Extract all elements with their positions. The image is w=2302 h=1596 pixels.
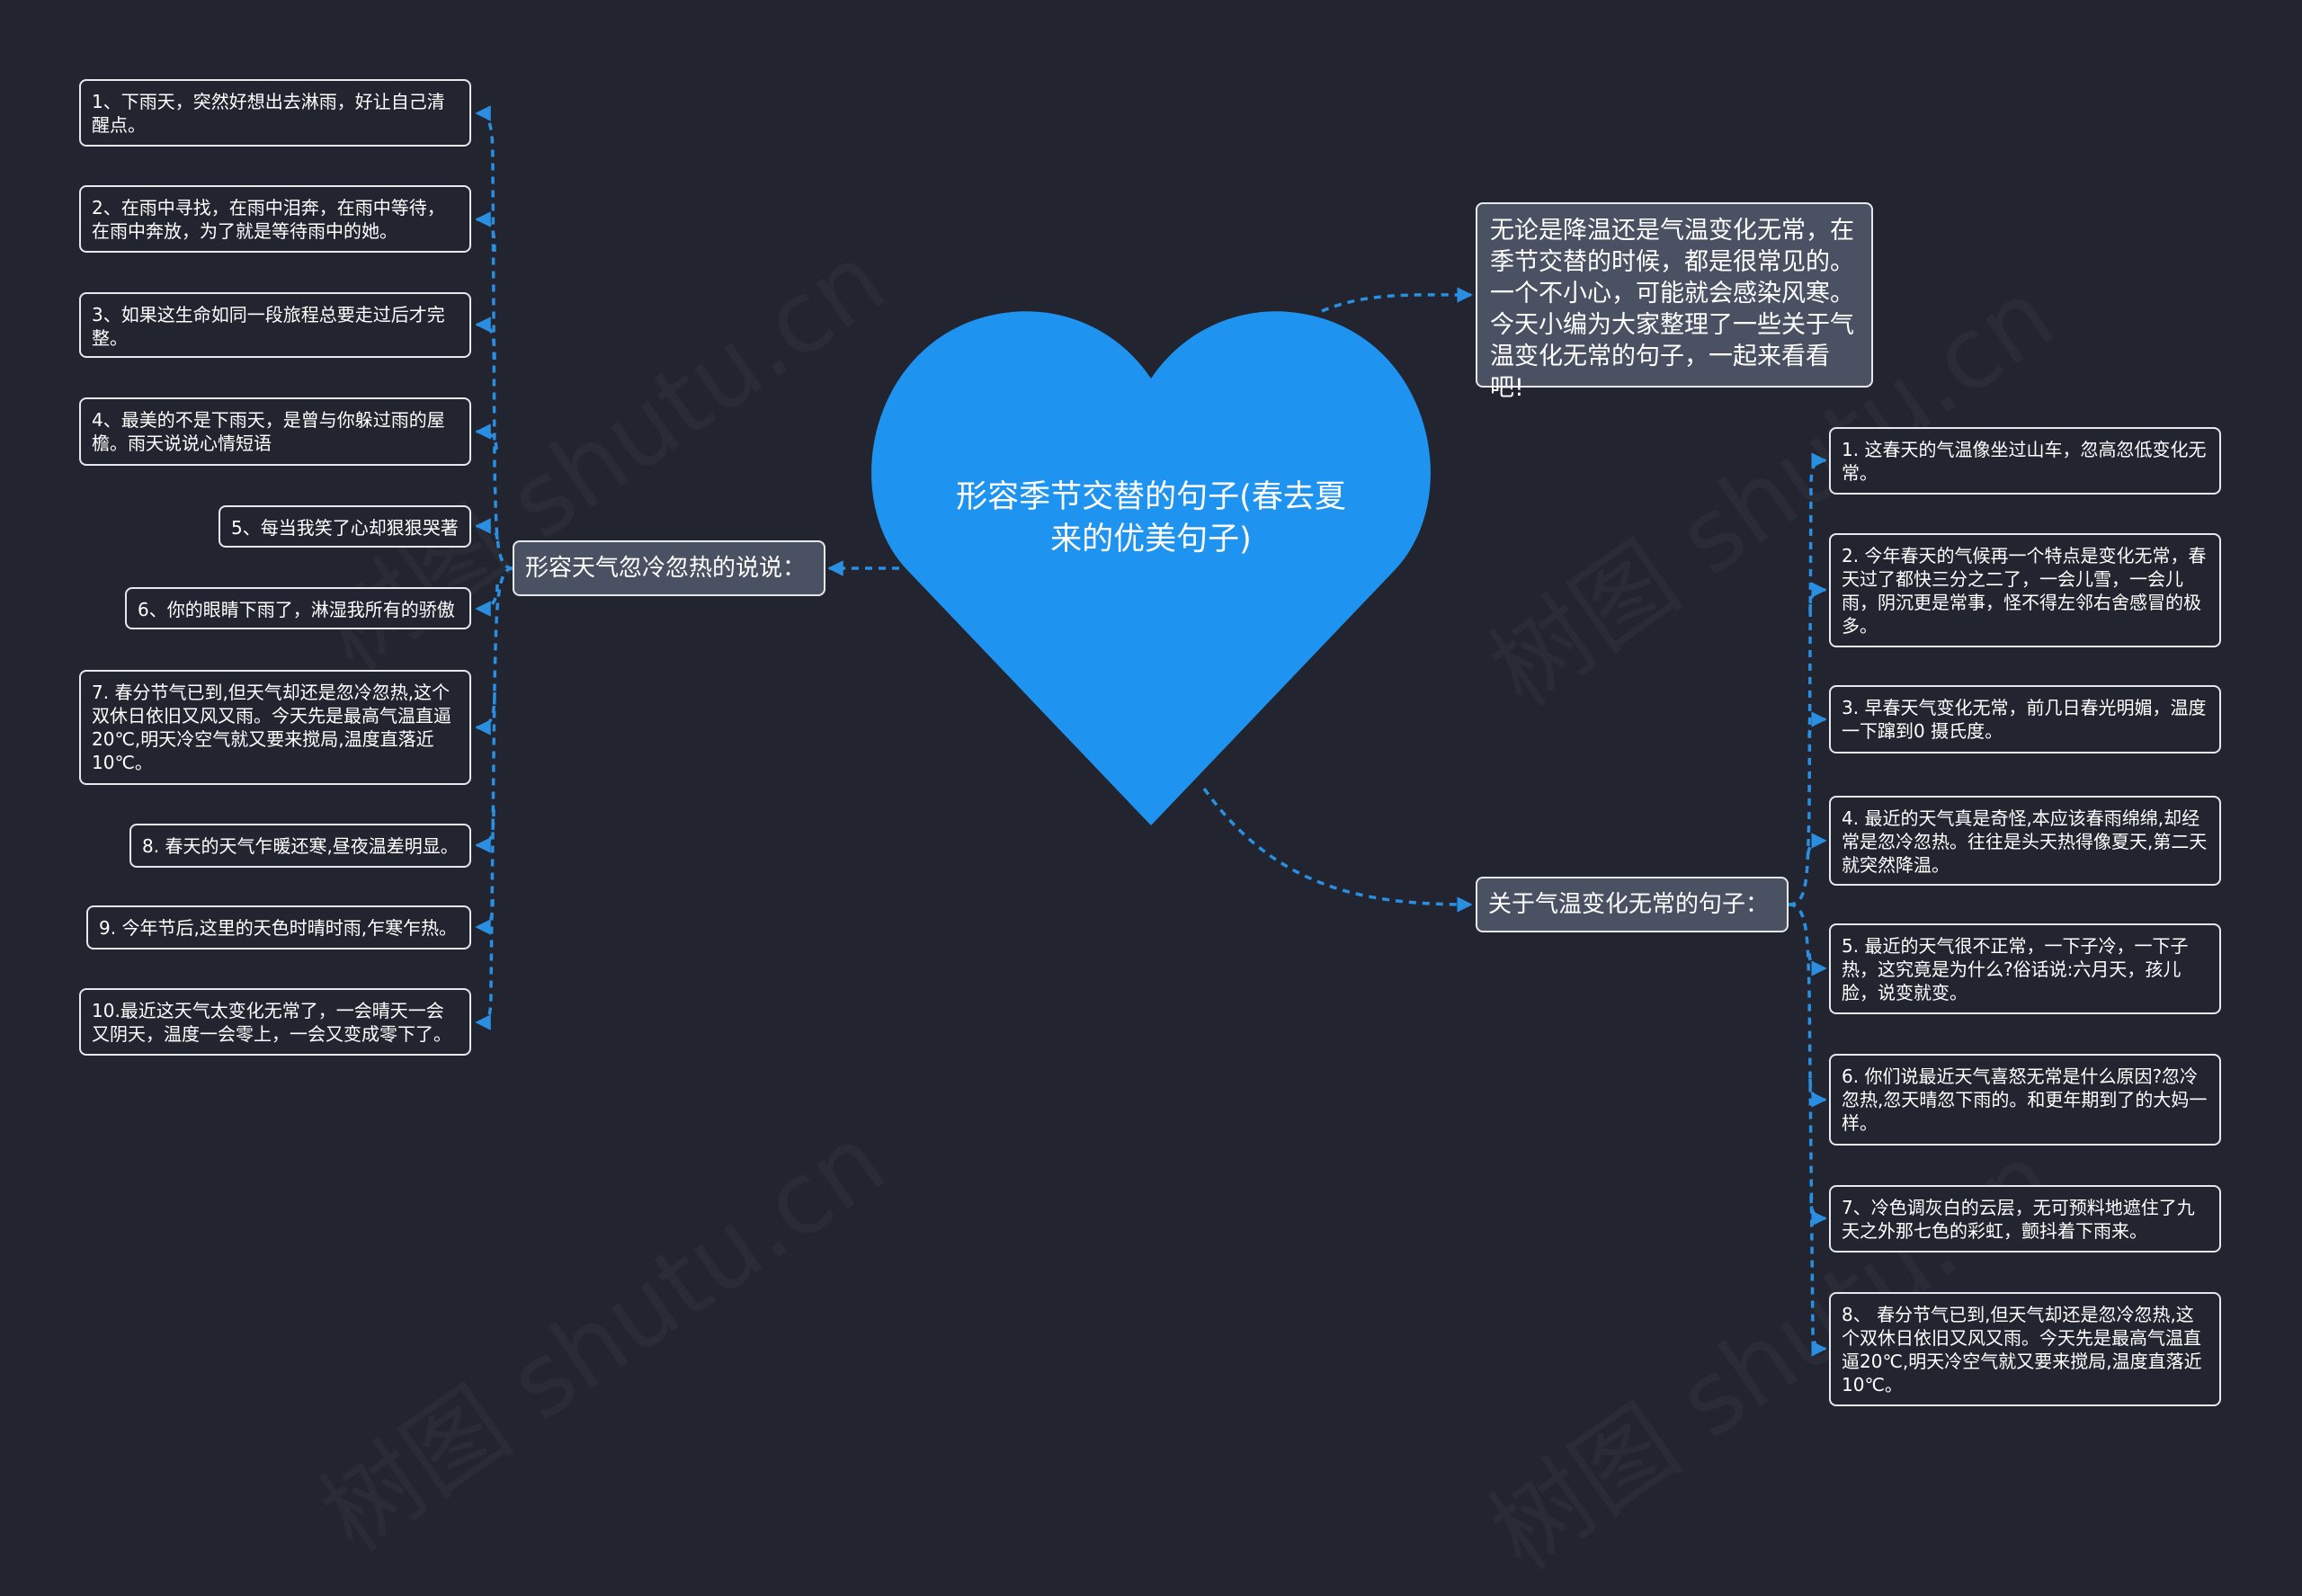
- right-leaf-3[interactable]: 3. 早春天气变化无常，前几日春光明媚，温度一下蹿到0 摄氏度。: [1829, 685, 2221, 753]
- left-leaf-7[interactable]: 7. 春分节气已到,但天气却还是忽冷忽热,这个双休日依旧又风又雨。今天先是最高气…: [79, 670, 471, 785]
- left-leaf-1[interactable]: 1、下雨天，突然好想出去淋雨，好让自己清醒点。: [79, 79, 471, 147]
- connector-center-intro: [1321, 287, 1473, 313]
- left-leaf-8[interactable]: 8. 春天的天气乍暖还寒,昼夜温差明显。: [129, 824, 471, 868]
- left-leaf-5[interactable]: 5、每当我笑了心却狠狠哭著: [219, 505, 471, 548]
- left-leaf-4[interactable]: 4、最美的不是下雨天，是曾与你躲过雨的屋檐。雨天说说心情短语: [79, 397, 471, 466]
- right-leaf-5[interactable]: 5. 最近的天气很不正常，一下子冷，一下子热，这究竟是为什么?俗话说:六月天，孩…: [1829, 923, 2221, 1014]
- left-leaf-9[interactable]: 9. 今年节后,这里的天色时晴时雨,乍寒乍热。: [86, 905, 471, 950]
- right-leaf-7[interactable]: 7、冷色调灰白的云层，无可预料地遮住了九天之外那七色的彩虹，颤抖着下雨来。: [1829, 1185, 2221, 1253]
- right-leaf-8[interactable]: 8、 春分节气已到,但天气却还是忽冷忽热,这个双休日依旧又风又雨。今天先是最高气…: [1829, 1292, 2221, 1406]
- connector-center-right: [1202, 787, 1473, 913]
- right-branch-node[interactable]: 关于气温变化无常的句子：: [1476, 877, 1789, 932]
- left-branch-node[interactable]: 形容天气忽冷忽热的说说：: [513, 540, 825, 596]
- heart-shape: [871, 311, 1431, 825]
- intro-node[interactable]: 无论是降温还是气温变化无常，在季节交替的时候，都是很常见的。一个不小心，可能就会…: [1476, 202, 1873, 402]
- connectors: [475, 105, 1827, 1357]
- right-leaf-6[interactable]: 6. 你们说最近天气喜怒无常是什么原因?忽冷忽热,忽天晴忽下雨的。和更年期到了的…: [1829, 1054, 2221, 1146]
- left-leaf-2[interactable]: 2、在雨中寻找，在雨中泪奔，在雨中等待，在雨中奔放，为了就是等待雨中的她。: [79, 185, 471, 253]
- right-leaf-4[interactable]: 4. 最近的天气真是奇怪,本应该春雨绵绵,却经常是忽冷忽热。往往是头天热得像夏天…: [1829, 796, 2221, 886]
- left-leaf-3[interactable]: 3、如果这生命如同一段旅程总要走过后才完整。: [79, 292, 471, 358]
- right-leaf-1[interactable]: 1. 这春天的气温像坐过山车，忽高忽低变化无常。: [1829, 427, 2221, 495]
- central-topic[interactable]: 形容季节交替的句子(春去夏来的优美句子): [956, 479, 1346, 557]
- left-leaf-6[interactable]: 6、你的眼睛下雨了，淋湿我所有的骄傲: [125, 587, 471, 629]
- left-leaf-10[interactable]: 10.最近这天气太变化无常了，一会晴天一会又阴天，温度一会零上，一会又变成零下了…: [79, 988, 471, 1056]
- right-leaf-2[interactable]: 2. 今年春天的气候再一个特点是变化无常，春天过了都快三分之二了，一会儿雪，一会…: [1829, 533, 2221, 647]
